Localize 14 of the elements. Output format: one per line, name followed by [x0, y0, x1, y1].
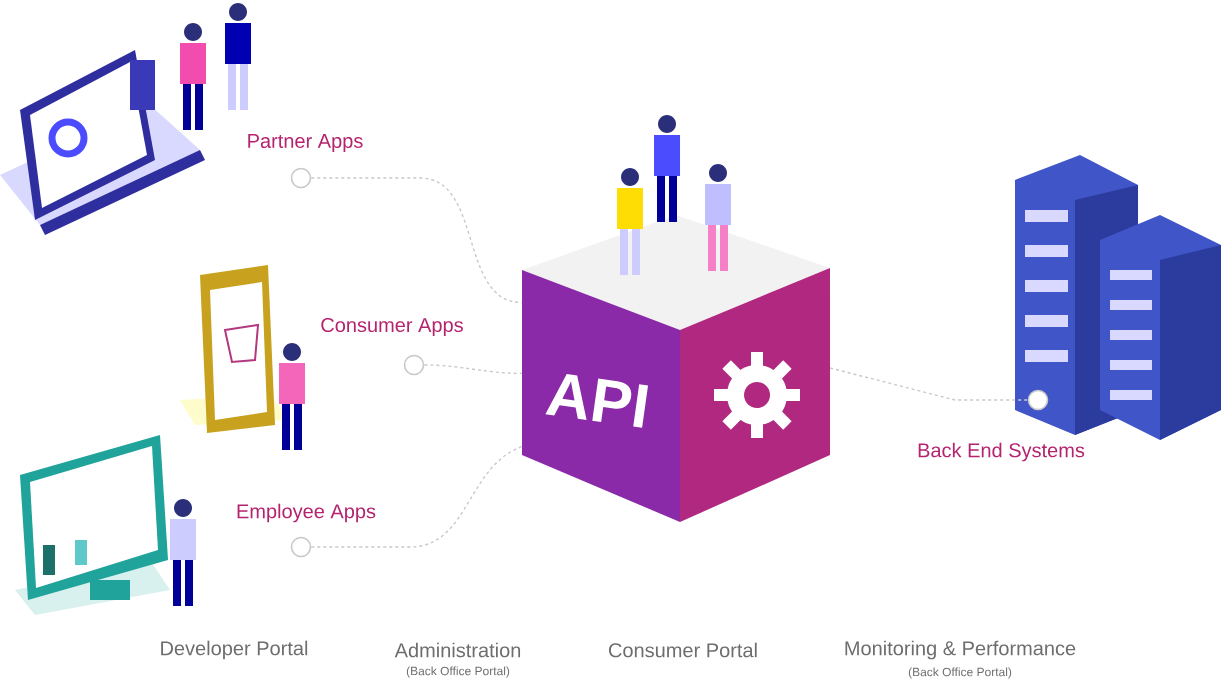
bottom-label: Consumer Portal — [609, 642, 757, 658]
app-label: Partner Apps — [248, 134, 363, 152]
connector-line — [310, 445, 523, 548]
sub-label: (Back Office Portal) — [406, 666, 510, 678]
connector-line — [829, 367, 1029, 401]
app-label: Consumer Apps — [321, 317, 463, 337]
bottom-label: Administration — [394, 642, 521, 658]
bottom-label: Monitoring & Performance — [845, 640, 1076, 660]
bottom-label: Developer Portal — [161, 640, 308, 660]
connector-line — [310, 177, 523, 304]
app-label: Employee Apps — [237, 503, 376, 523]
app-label: Back End Systems — [918, 442, 1085, 462]
connector-line — [423, 364, 523, 375]
sub-label: (Back Office Portal) — [908, 667, 1012, 679]
